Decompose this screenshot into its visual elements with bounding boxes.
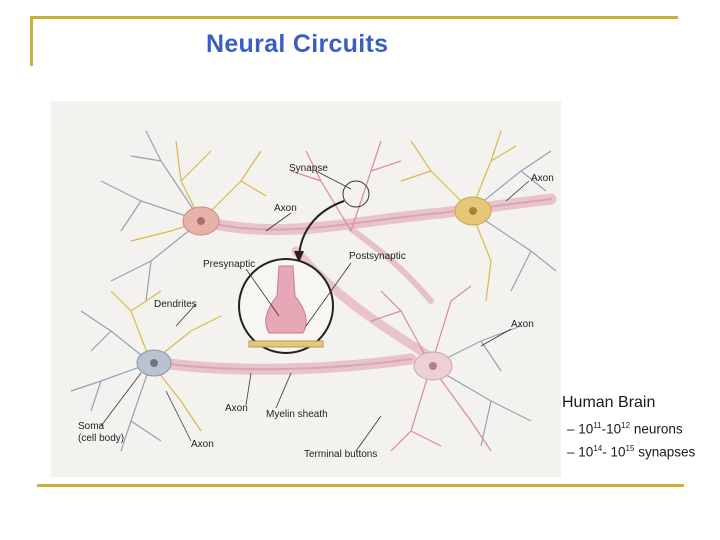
synapse-inset <box>238 258 334 354</box>
zoom-arrowhead <box>294 251 304 263</box>
synapses-exp-low: 14 <box>593 443 603 453</box>
diagram-labels: Synapse Axon Axon Presynaptic Postsynapt… <box>78 163 554 460</box>
zoom-arrow <box>298 200 345 257</box>
label-dendrites: Dendrites <box>154 299 197 310</box>
neurons-count: – 1011-1012 neurons <box>567 416 720 439</box>
top-rule <box>30 16 678 19</box>
label-soma: Soma <box>78 421 105 432</box>
label-axon-bottom: Axon <box>225 403 248 414</box>
neurons-unit: neurons <box>633 421 683 437</box>
synapses-unit: synapses <box>638 444 696 459</box>
axon-fibers <box>155 193 557 375</box>
label-axon-bottom-left: Axon <box>191 439 214 450</box>
synapses-base-high: 10 <box>610 444 626 459</box>
facts-heading: Human Brain <box>562 394 656 411</box>
synapses-exp-high: 15 <box>625 443 635 453</box>
label-terminal-buttons: Terminal buttons <box>304 449 377 460</box>
leader-lines <box>100 170 530 452</box>
neurons-exp-low: 11 <box>593 421 602 430</box>
label-axon-right: Axon <box>511 319 534 330</box>
synapses-base-low: 10 <box>578 444 594 459</box>
cell-bodies <box>136 196 492 381</box>
dendrite-branches <box>70 130 557 452</box>
synapse-marker <box>342 180 370 208</box>
label-synapse: Synapse <box>289 163 328 174</box>
label-cell-body: (cell body) <box>78 433 124 444</box>
label-presynaptic: Presynaptic <box>203 259 255 270</box>
label-myelin-sheath: Myelin sheath <box>266 409 328 420</box>
neuron-diagram: Synapse Axon Axon Presynaptic Postsynapt… <box>51 101 561 477</box>
neurons-range-sep: - <box>601 421 607 437</box>
neurons-base-high: 10 <box>606 421 622 437</box>
neurons-exp-high: 12 <box>621 421 631 430</box>
bullet-dash: – <box>567 444 575 459</box>
synapses-range-sep: - <box>602 444 607 459</box>
left-rule <box>30 16 33 66</box>
label-axon-top-right: Axon <box>531 173 554 184</box>
label-axon-top: Axon <box>274 203 297 214</box>
human-brain-facts: Human Brain – 1011-1012 neurons – 1014- … <box>562 394 720 461</box>
label-postsynaptic: Postsynaptic <box>349 251 406 262</box>
neurons-base-low: 10 <box>578 421 594 437</box>
synapses-count: – 1014- 1015 synapses <box>567 439 720 462</box>
bullet-dash: – <box>567 421 575 437</box>
neuron-illustration: Synapse Axon Axon Presynaptic Postsynapt… <box>51 101 561 477</box>
bottom-rule <box>37 484 684 487</box>
slide-title: Neural Circuits <box>206 30 389 58</box>
